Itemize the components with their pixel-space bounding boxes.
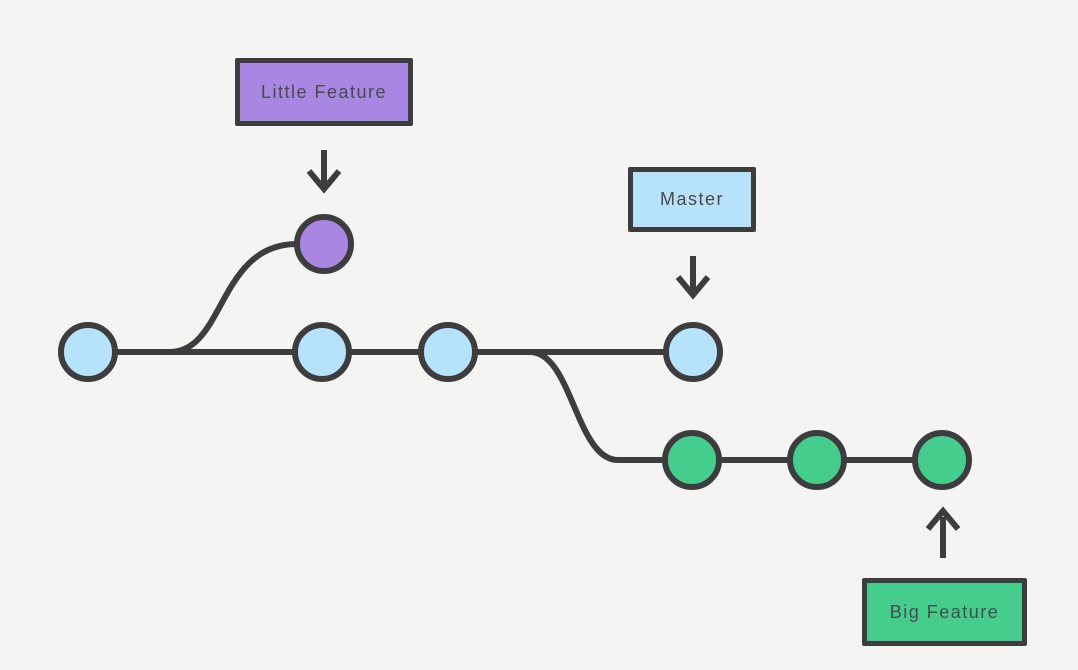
master-commit-node (292, 322, 352, 382)
master-down-arrow-icon (675, 256, 711, 300)
little-feature-label-text: Little Feature (260, 81, 388, 102)
master-label-text: Master (659, 189, 724, 209)
big-feature-label-text: Big Feature (889, 601, 1000, 622)
big-feature-commit-node (662, 430, 722, 490)
big-feature-commit-node (787, 430, 847, 490)
master-head-commit-node (663, 322, 723, 382)
master-commit-node (58, 322, 118, 382)
little-feature-down-arrow-icon (306, 150, 342, 194)
little-feature-branch-curve (169, 241, 298, 355)
little-feature-label: Little Feature (235, 58, 413, 126)
master-commit-node (418, 322, 478, 382)
big-feature-label: Big Feature (862, 578, 1027, 646)
big-feature-head-commit-node (912, 430, 972, 490)
big-feature-up-arrow-icon (925, 506, 961, 558)
master-label: Master (628, 167, 756, 232)
big-feature-branch-curve (529, 349, 942, 463)
little-feature-commit-node (294, 214, 354, 274)
